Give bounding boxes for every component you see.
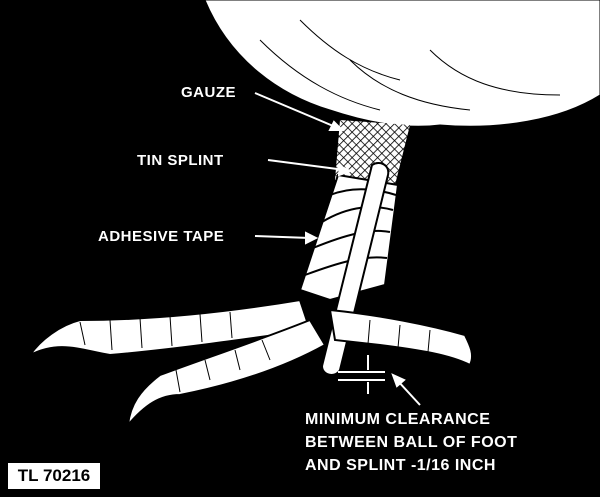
clearance-note-line: AND SPLINT -1/16 INCH <box>305 457 496 474</box>
label-adhesive-tape: ADHESIVE TAPE <box>98 228 225 245</box>
toes <box>27 298 474 429</box>
bird-body <box>204 0 600 127</box>
label-gauze: GAUZE <box>181 84 236 101</box>
figure-id-label: TL 70216 <box>8 463 100 489</box>
label-tin-splint: TIN SPLINT <box>137 152 224 169</box>
clearance-marks <box>338 355 385 394</box>
clearance-note: MINIMUM CLEARANCE BETWEEN BALL OF FOOT A… <box>305 408 517 477</box>
clearance-note-line: MINIMUM CLEARANCE <box>305 411 491 428</box>
clearance-note-line: BETWEEN BALL OF FOOT <box>305 434 518 451</box>
leader-arrows <box>254 92 421 406</box>
gauze <box>335 120 410 185</box>
